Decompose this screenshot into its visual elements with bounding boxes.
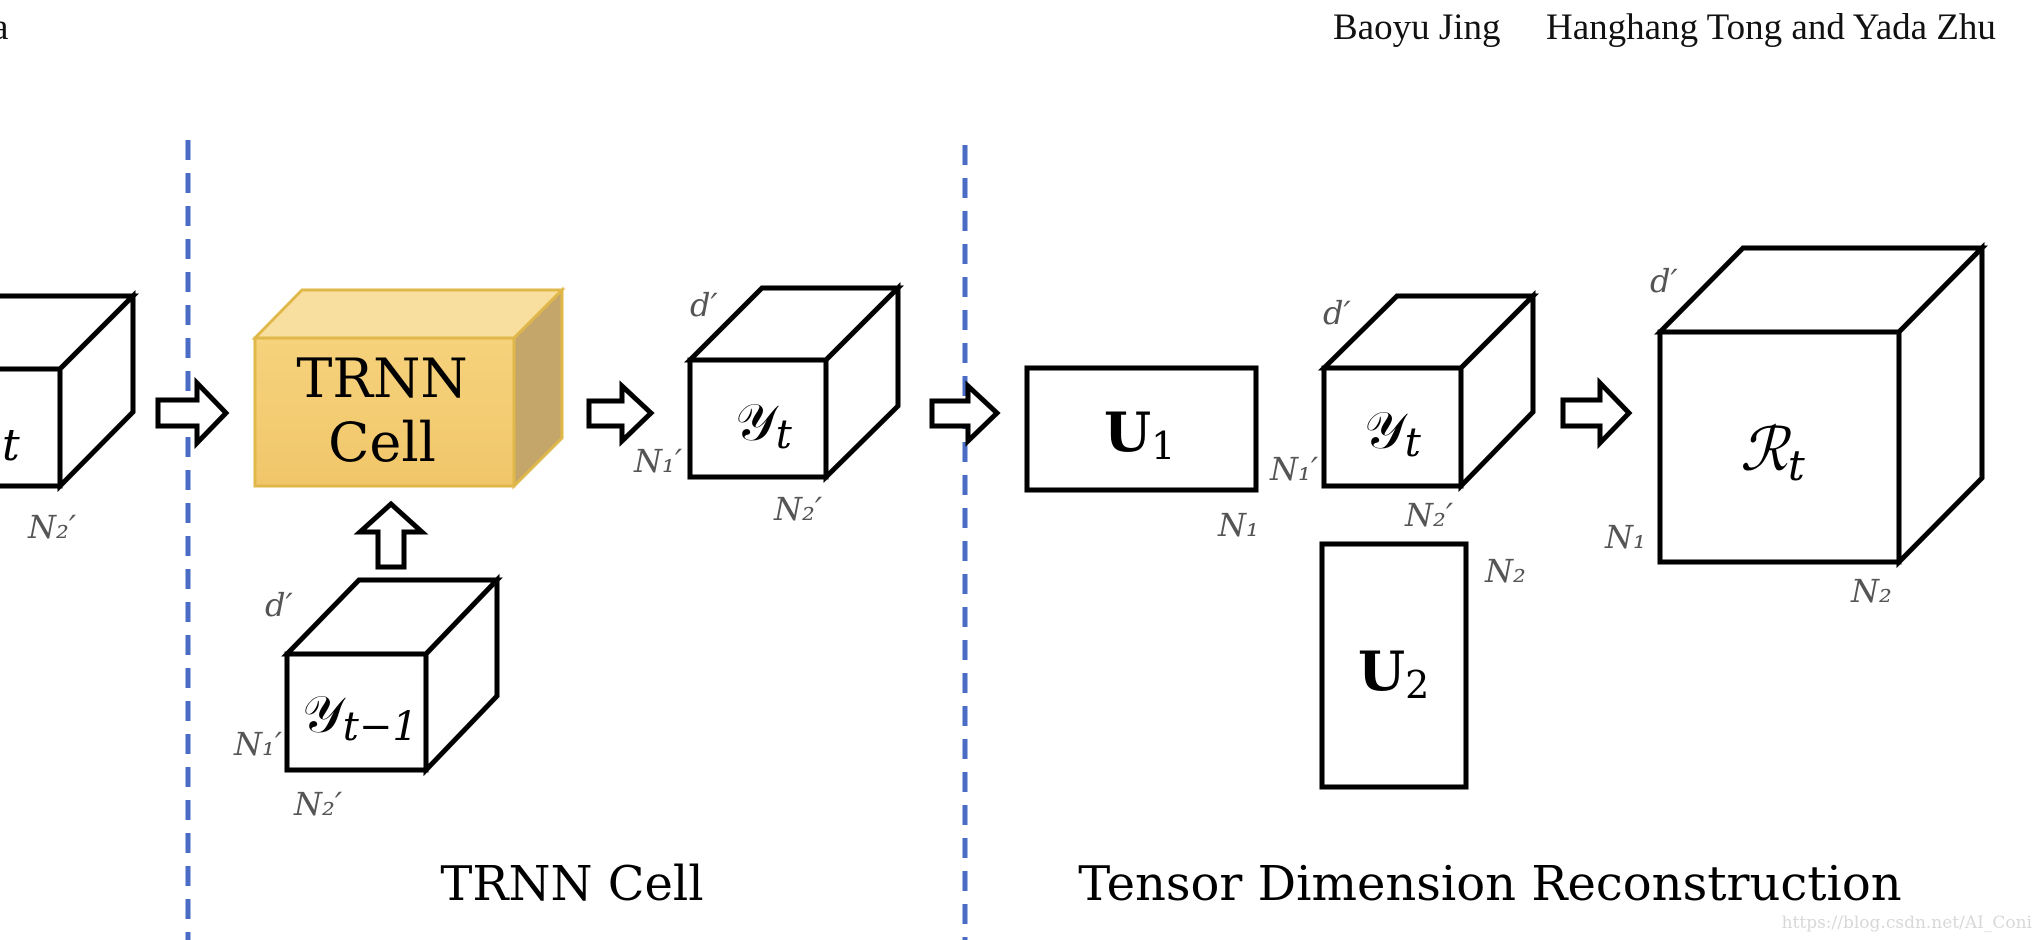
output-tensor-dim-left: N₁′ — [633, 442, 683, 480]
output-tensor-dim-bottom: N₂′ — [773, 490, 823, 528]
trnn-cell-label-line1: TRNN — [296, 347, 467, 410]
section-label-trnn: TRNN Cell — [440, 856, 703, 912]
header-author-1: Baoyu Jing — [1333, 7, 1501, 48]
result-tensor-dim-top: d′ — [1650, 262, 1678, 300]
prev-tensor-subscript: t−1 — [343, 704, 418, 750]
output-tensor-symbol: 𝒴t — [735, 393, 793, 458]
result-tensor-subscript: t — [1788, 441, 1805, 490]
result-tensor-dim-left: N₁ — [1604, 518, 1646, 556]
left-partial-tensor — [0, 289, 140, 493]
result-tensor-cube — [1654, 241, 1988, 569]
u1-subscript: 1 — [1151, 424, 1175, 468]
arrow-right-icon — [929, 380, 1001, 447]
mid-tensor-symbol: 𝒴t — [1364, 401, 1422, 466]
mid-tensor-cube — [1317, 289, 1540, 493]
trnn-cell-label-line2: Cell — [328, 411, 436, 474]
u2-subscript: 2 — [1405, 663, 1429, 707]
u1-dim-bottom: N₁ — [1217, 506, 1259, 544]
section-label-reconstruction: Tensor Dimension Reconstruction — [1078, 856, 1901, 912]
mid-tensor-subscript: t — [1405, 420, 1422, 466]
arrow-right-icon — [155, 376, 230, 450]
trnn-cell-block — [251, 286, 566, 490]
arrow-up-icon — [353, 500, 429, 570]
result-tensor-symbol: ℛt — [1740, 415, 1805, 490]
output-tensor-dim-top: d′ — [690, 286, 718, 324]
prev-tensor-symbol: 𝒴t−1 — [302, 685, 418, 750]
u1-symbol: U1 — [1104, 400, 1175, 468]
prev-tensor-dim-bottom: N₂′ — [293, 785, 343, 823]
arrow-right-icon — [1560, 376, 1633, 450]
left-partial-subscript: t — [2, 420, 20, 471]
u2-dim-right: N₂ — [1484, 552, 1526, 590]
u1-matrix — [1024, 365, 1259, 493]
result-tensor-dim-bottom: N₂ — [1850, 572, 1892, 610]
watermark: https://blog.csdn.net/AI_Coni — [1782, 913, 2033, 933]
u2-matrix — [1319, 541, 1469, 790]
mid-tensor-dim-left: N₁′ — [1269, 450, 1319, 488]
arrow-right-icon — [586, 380, 655, 447]
header-cropped-text: a — [0, 7, 9, 48]
output-tensor-cube — [683, 281, 905, 483]
output-tensor-subscript: t — [776, 412, 793, 458]
prev-tensor-dim-top: d′ — [265, 586, 293, 624]
mid-tensor-dim-top: d′ — [1323, 294, 1351, 332]
mid-tensor-dim-bottom: N₂′ — [1404, 496, 1454, 534]
prev-tensor-cube — [281, 573, 503, 777]
u2-symbol: U2 — [1358, 639, 1429, 707]
left-partial-dim-bottom: N₂′ — [27, 508, 77, 546]
prev-tensor-dim-left: N₁′ — [233, 725, 283, 763]
header-author-2: Hanghang Tong and Yada Zhu — [1546, 7, 1996, 48]
